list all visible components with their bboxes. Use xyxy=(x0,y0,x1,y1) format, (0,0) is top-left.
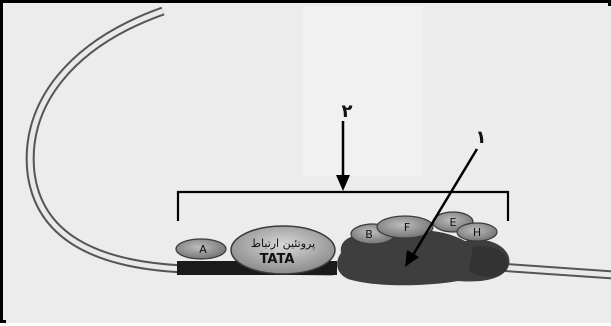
factor-f-label: F xyxy=(404,221,410,234)
factor-h-label: H xyxy=(473,226,481,239)
callout-2-label: ۲ xyxy=(342,101,353,122)
factor-a-label: A xyxy=(199,243,207,256)
background-highlight xyxy=(303,6,423,176)
tata-protein-label-line1: پروتئین ارتباط xyxy=(251,237,315,250)
diagram-canvas: پروتئین ارتباط TATA A B F E H ۲ ۱ xyxy=(3,3,611,326)
factor-e-label: E xyxy=(450,216,457,229)
callout-1-label: ۱ xyxy=(476,127,487,148)
tata-protein-label-line2: TATA xyxy=(260,252,295,267)
factor-b-label: B xyxy=(365,228,373,241)
